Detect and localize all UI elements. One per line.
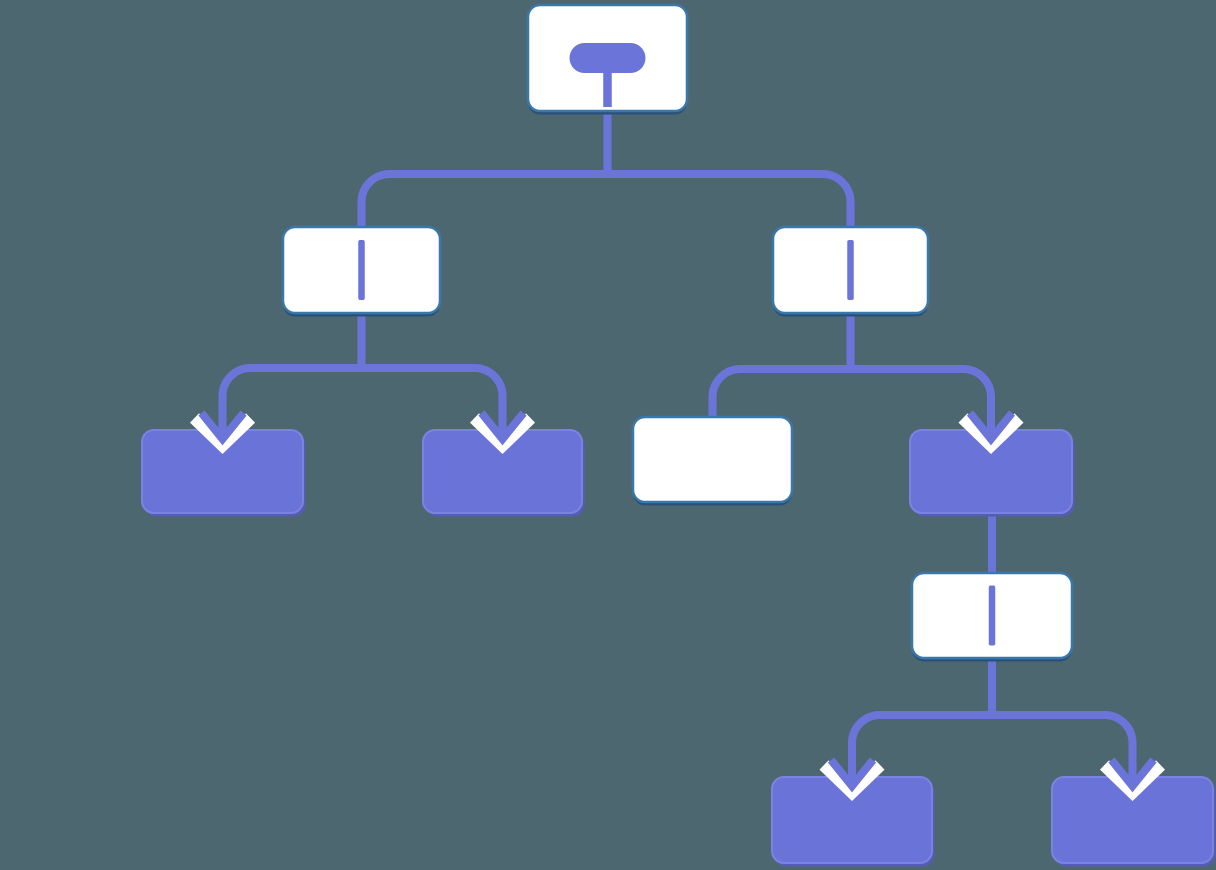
branch-node-right[interactable] xyxy=(771,225,930,317)
divider-glyph xyxy=(358,240,365,300)
connector-branch xyxy=(361,364,507,439)
arrowhead-icon xyxy=(827,757,877,793)
collapsed-leaf-node[interactable] xyxy=(1051,776,1216,867)
branch-node-left[interactable] xyxy=(281,225,442,317)
connector-layer xyxy=(357,109,996,715)
arrowhead-icon xyxy=(198,410,247,446)
root-stem-glyph xyxy=(603,71,612,107)
connector-branch xyxy=(607,170,855,229)
root-pill-glyph xyxy=(569,43,646,73)
arrowhead-icon xyxy=(966,410,1016,446)
arrowhead-layer xyxy=(198,364,1157,793)
collapsed-branch-node[interactable] xyxy=(909,429,1075,517)
root-node[interactable] xyxy=(526,3,689,115)
connector-branch xyxy=(850,365,995,439)
empty-leaf-node[interactable] xyxy=(631,415,794,506)
node-box[interactable] xyxy=(631,415,794,504)
connector-branch xyxy=(357,170,608,229)
node-layer xyxy=(141,3,1216,867)
divider-glyph xyxy=(988,585,996,646)
connector-branch xyxy=(218,364,362,439)
arrowhead-icon xyxy=(478,410,527,446)
collapsed-leaf-node[interactable] xyxy=(141,429,306,517)
arrowhead-icon xyxy=(1108,757,1157,793)
collapsed-leaf-node[interactable] xyxy=(422,429,585,517)
divider-glyph xyxy=(847,240,854,300)
connector-branch xyxy=(708,365,851,419)
connector-branch xyxy=(848,711,992,786)
collapsed-leaf-node[interactable] xyxy=(771,776,935,867)
connector-branch xyxy=(992,711,1137,786)
branch-node-lower[interactable] xyxy=(910,571,1074,662)
